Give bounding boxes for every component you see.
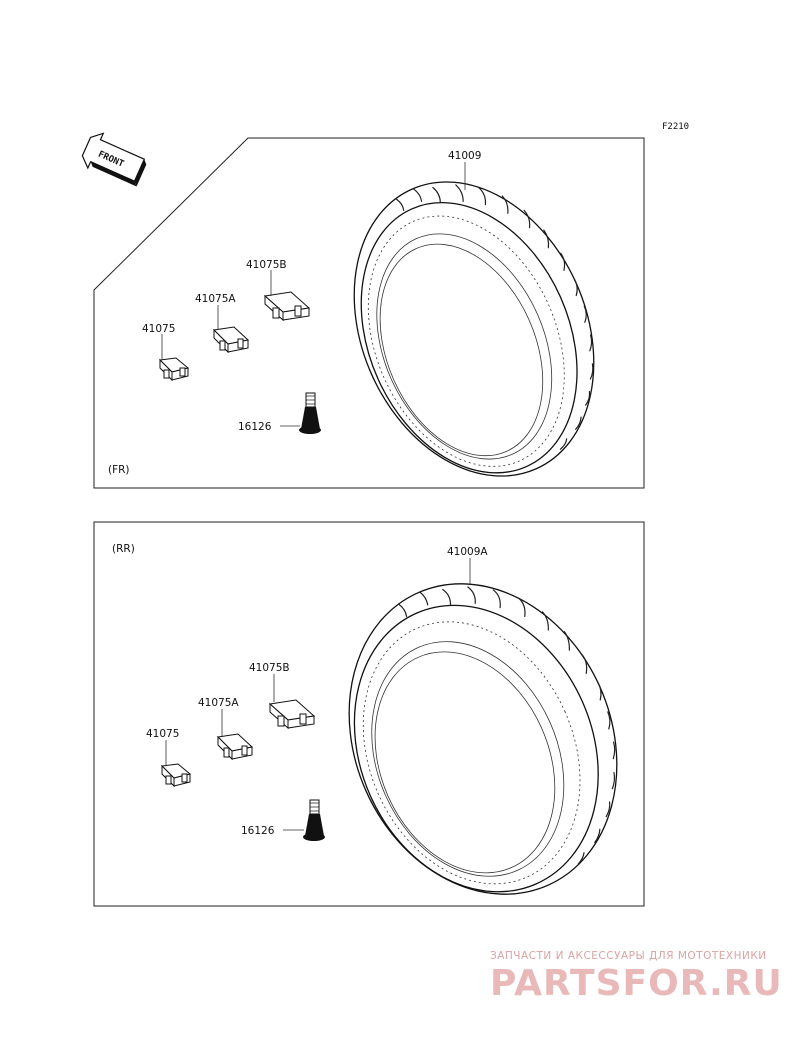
rear-weight-a-label: 41075A <box>198 697 239 709</box>
rear-section-frame <box>93 521 645 907</box>
rear-weight-b <box>268 699 316 730</box>
front-weight-a-label: 41075A <box>195 293 236 305</box>
front-tire <box>353 181 595 477</box>
front-tire-label: 41009 <box>448 150 481 162</box>
rear-weight-b-label: 41075B <box>249 662 290 674</box>
diagram-code: F2210 <box>662 122 689 132</box>
rear-section: (RR) 41009A <box>93 521 645 907</box>
front-weight <box>158 357 190 382</box>
watermark-tagline: ЗАПЧАСТИ И АКСЕССУАРЫ ДЛЯ МОТОТЕХНИКИ <box>490 950 767 962</box>
front-section-frame <box>93 137 645 489</box>
rear-valve-label: 16126 <box>241 825 275 837</box>
front-weight-b-label: 41075B <box>246 259 287 271</box>
front-weight-a <box>212 326 250 354</box>
front-valve-icon <box>299 392 321 434</box>
front-weight-b <box>263 291 311 322</box>
rear-section-tag: (RR) <box>112 543 135 555</box>
rear-valve-icon <box>303 799 325 841</box>
front-section-tag: (FR) <box>108 464 130 476</box>
rear-tire <box>348 583 618 895</box>
front-valve-label: 16126 <box>238 421 272 433</box>
front-section: (FR) 41009 <box>93 137 645 489</box>
rear-weight-label: 41075 <box>146 728 179 740</box>
watermark-logo: PARTSFOR.RU <box>490 963 783 1004</box>
rear-weight <box>160 763 192 788</box>
rear-weight-a <box>216 733 254 761</box>
front-arrow-icon: FRONT <box>81 132 147 187</box>
rear-tire-label: 41009A <box>447 546 488 558</box>
front-weight-label: 41075 <box>142 323 175 335</box>
